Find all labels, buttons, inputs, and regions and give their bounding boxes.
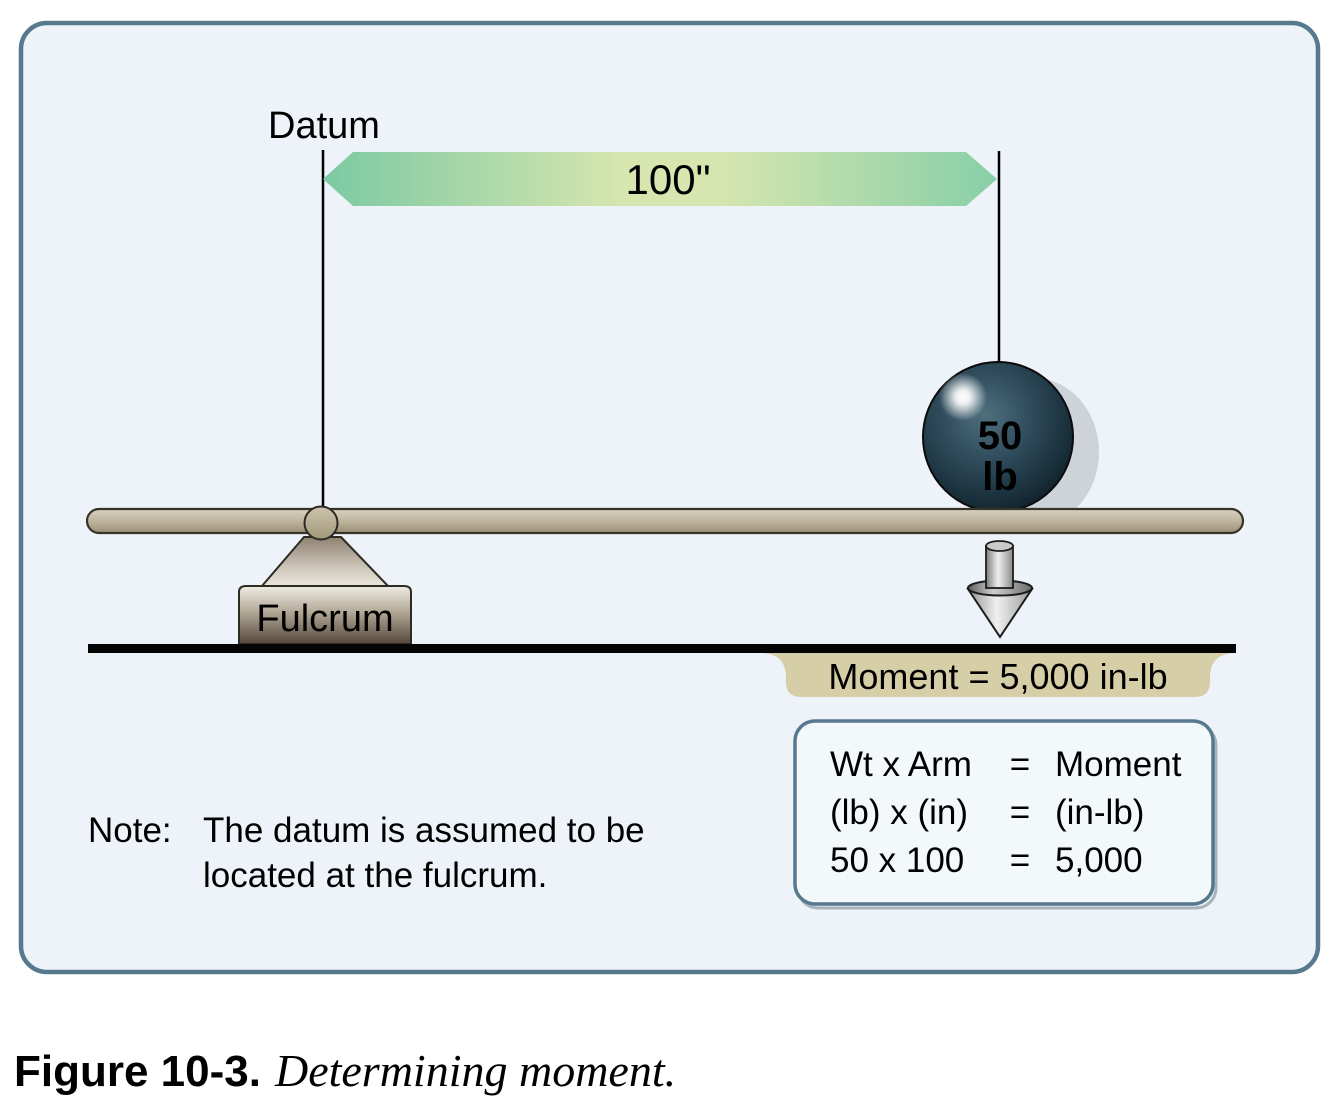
moment-label: Moment = 5,000 in-lb: [828, 656, 1167, 697]
formula-row-right: (in-lb): [1055, 793, 1144, 832]
fulcrum-label: Fulcrum: [256, 598, 393, 640]
formula-row-eq: =: [1010, 745, 1030, 784]
weight-highlight-icon: [939, 373, 987, 421]
note: Note: The datum is assumed to be located…: [88, 811, 645, 895]
force-arrow-shaft: [985, 545, 1014, 589]
note-line1: The datum is assumed to be: [203, 811, 645, 850]
formula-row-left: (lb) x (in): [830, 793, 968, 832]
weight-unit: lb: [982, 455, 1018, 499]
moment-tab: [760, 653, 1236, 697]
force-arrow-shaft-top: [985, 540, 1014, 552]
formula-row-right: 5,000: [1055, 841, 1143, 880]
formula-row-left: 50 x 100: [830, 841, 964, 880]
figure-caption: Figure 10-3. Determining moment.: [14, 1044, 676, 1097]
beam: [85, 507, 1245, 535]
note-prefix: Note:: [88, 811, 172, 850]
formula-row-eq: =: [1010, 793, 1030, 832]
ground-line: [88, 644, 1236, 653]
weight-value: 50: [978, 414, 1023, 458]
force-arrow-icon: [966, 540, 1034, 639]
formula-rows: Wt x Arm = Moment (lb) x (in) = (in-lb) …: [830, 745, 1182, 880]
note-line2: located at the fulcrum.: [203, 856, 547, 895]
formula-row-left: Wt x Arm: [830, 745, 972, 784]
figure-caption-label: Figure 10-3.: [14, 1047, 261, 1096]
arm-arrow-band: [323, 152, 997, 206]
formula-row-eq: =: [1010, 841, 1030, 880]
datum-label: Datum: [268, 105, 380, 147]
figure-caption-text: Determining moment.: [274, 1045, 677, 1096]
arm-length-label: 100": [626, 156, 711, 203]
formula-box: [793, 719, 1215, 906]
formula-row-right: Moment: [1055, 745, 1182, 784]
fulcrum-base: [238, 585, 412, 645]
pivot-ball: [303, 505, 339, 541]
